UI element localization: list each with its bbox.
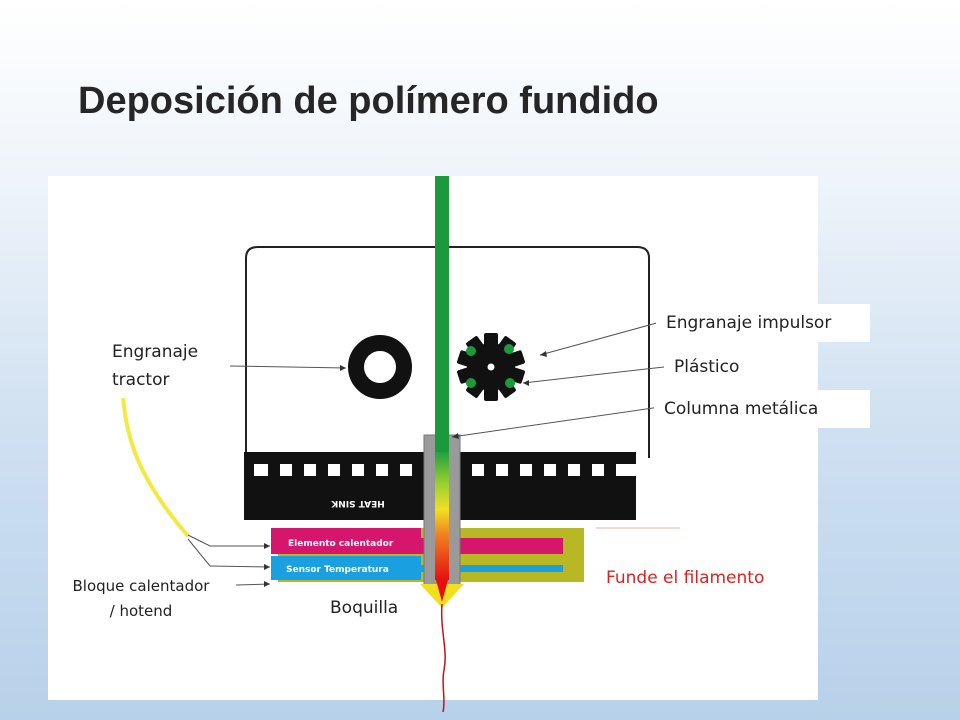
leader-arrows <box>264 351 547 587</box>
label-columna-metalica: Columna metálica <box>654 390 870 428</box>
slide-title: Deposición de polímero fundido <box>78 80 659 122</box>
label-plastico: Plástico <box>664 348 762 386</box>
label-engranaje-impulsor: Engranaje impulsor <box>656 304 870 342</box>
temp-sensor <box>271 556 421 580</box>
label-bloque-calentador-line2: / hotend <box>109 602 173 620</box>
leader-lines <box>187 320 680 609</box>
label-engranaje-tractor: Engranaje tractor <box>102 334 230 398</box>
filament <box>435 176 449 456</box>
label-bloque-calentador-line1: Bloque calentador <box>72 577 210 595</box>
sensor-wire <box>120 379 190 538</box>
heater-element <box>271 528 421 554</box>
extruded-strand <box>440 603 446 713</box>
label-bloque-calentador: Bloque calentador / hotend <box>48 568 234 630</box>
temp-sensor-label: Sensor Temperatura <box>286 565 389 575</box>
label-engranaje-tractor-line2: tractor <box>112 370 170 390</box>
label-boquilla: Boquilla <box>322 590 418 626</box>
heat-sink-text: HEAT SINK <box>330 498 385 508</box>
tractor-gear <box>348 335 412 399</box>
melting-filament <box>435 452 449 580</box>
label-funde-filamento: Funde el filamento <box>594 534 800 630</box>
nozzle-melt <box>436 580 448 602</box>
heater-element-label: Elemento calentador <box>288 539 394 549</box>
temp-sensor-right <box>421 565 563 572</box>
drive-gear <box>457 333 525 401</box>
heat-sink-fins <box>244 452 636 520</box>
label-engranaje-tractor-line1: Engranaje <box>112 342 199 362</box>
